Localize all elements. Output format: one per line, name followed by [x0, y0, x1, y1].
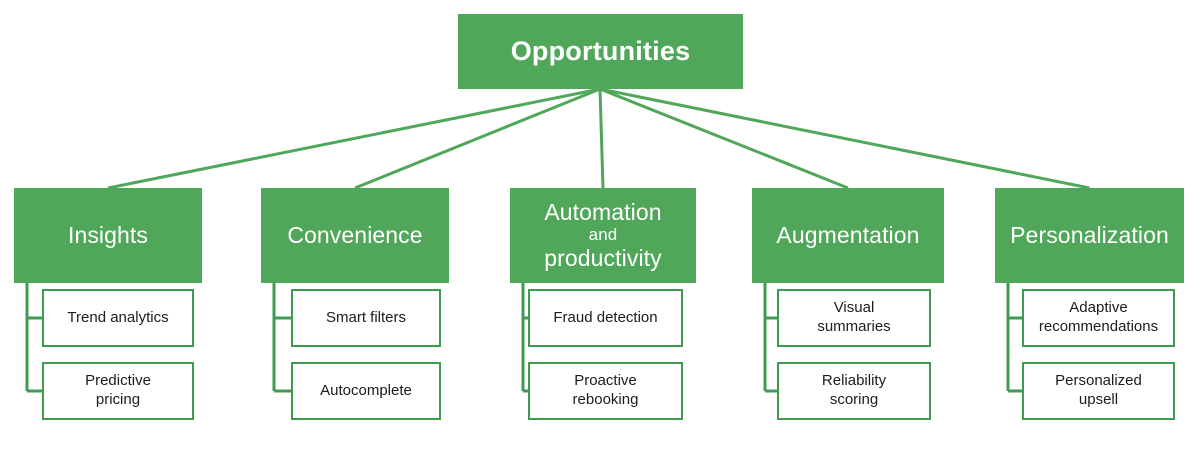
leaf-node-label: Autocomplete: [320, 381, 412, 399]
leaf-node-trend-analytics[interactable]: Trend analytics: [42, 289, 194, 347]
leaf-node-fraud-detection[interactable]: Fraud detection: [528, 289, 683, 347]
category-label-line: productivity: [544, 244, 662, 271]
category-node-label: Personalization: [1010, 221, 1169, 249]
edge-root-to-convenience: [354, 87, 601, 190]
edge-root-to-insights: [107, 87, 601, 190]
category-label-line: Insights: [67, 221, 149, 248]
edge-root-to-automation-and-productivity: [598, 88, 605, 189]
leaf-node-label: Trend analytics: [67, 308, 169, 326]
edge-root-to-personalization: [599, 87, 1090, 190]
category-label-line: Automation: [544, 198, 662, 225]
leaf-node-smart-filters[interactable]: Smart filters: [291, 289, 441, 347]
category-label-line: Augmentation: [776, 221, 920, 248]
category-label-line: and: [588, 225, 618, 245]
category-node-label: Convenience: [287, 221, 423, 249]
root-node-label: Opportunities: [510, 35, 691, 66]
category-node-label: Insights: [67, 221, 149, 249]
root-node-opportunities[interactable]: Opportunities: [458, 14, 743, 89]
leaf-node-label: Fraud detection: [553, 308, 658, 326]
category-node-convenience[interactable]: Convenience: [261, 188, 449, 283]
category-node-augmentation[interactable]: Augmentation: [752, 188, 944, 283]
category-node-insights[interactable]: Insights: [14, 188, 202, 283]
category-label-line: Personalization: [1010, 221, 1169, 248]
edge-root-to-augmentation: [599, 87, 849, 190]
category-label-line: Convenience: [287, 221, 423, 248]
category-node-label: Augmentation: [776, 221, 920, 249]
category-node-personalization[interactable]: Personalization: [995, 188, 1184, 283]
leaf-node-label: Smart filters: [325, 308, 406, 326]
leaf-node-autocomplete[interactable]: Autocomplete: [291, 362, 441, 420]
